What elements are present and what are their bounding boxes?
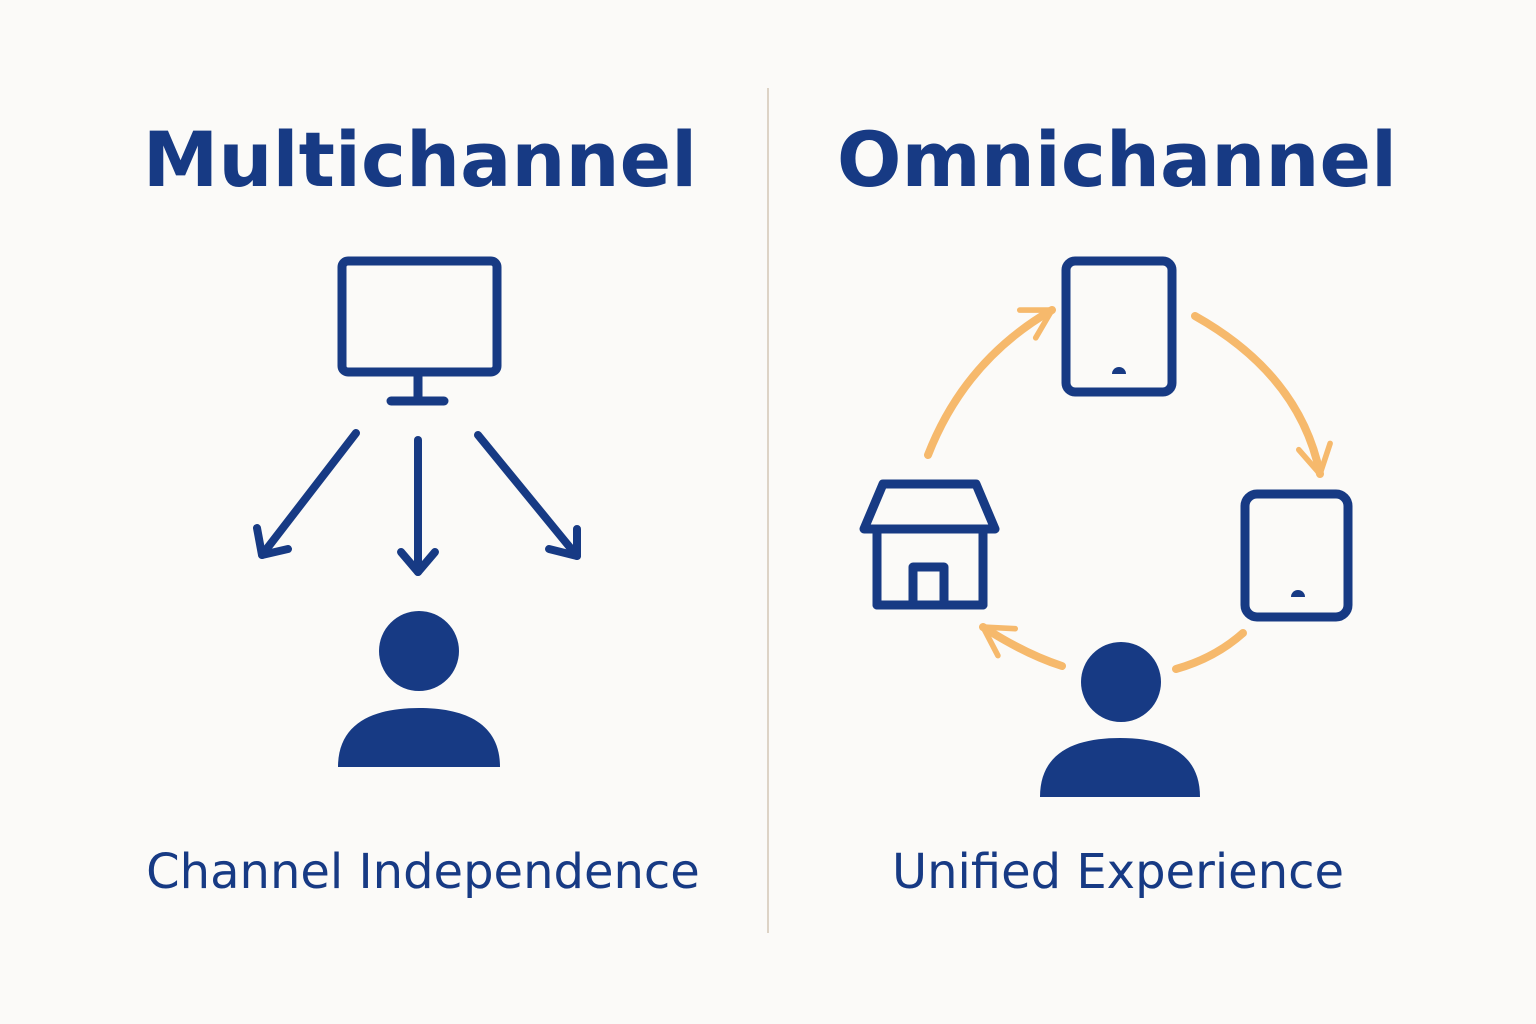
- arrow-down-icon: [397, 436, 439, 576]
- person-icon: [1040, 642, 1200, 797]
- omnichannel-caption: Unified Experience: [891, 844, 1345, 900]
- cycle-arrows-icon: [924, 306, 1333, 673]
- multichannel-title: Multichannel: [142, 115, 698, 204]
- panel-divider: [767, 88, 769, 933]
- arrow-down-left-icon: [253, 429, 360, 559]
- mobile-device-icon: [1240, 489, 1353, 622]
- arrow-down-right-icon: [474, 431, 581, 560]
- omnichannel-title: Omnichannel: [836, 115, 1398, 204]
- tablet-icon: [1061, 256, 1177, 397]
- person-icon: [338, 611, 500, 767]
- monitor-icon: [337, 256, 502, 406]
- multichannel-caption: Channel Independence: [146, 844, 700, 900]
- store-icon: [859, 479, 1000, 610]
